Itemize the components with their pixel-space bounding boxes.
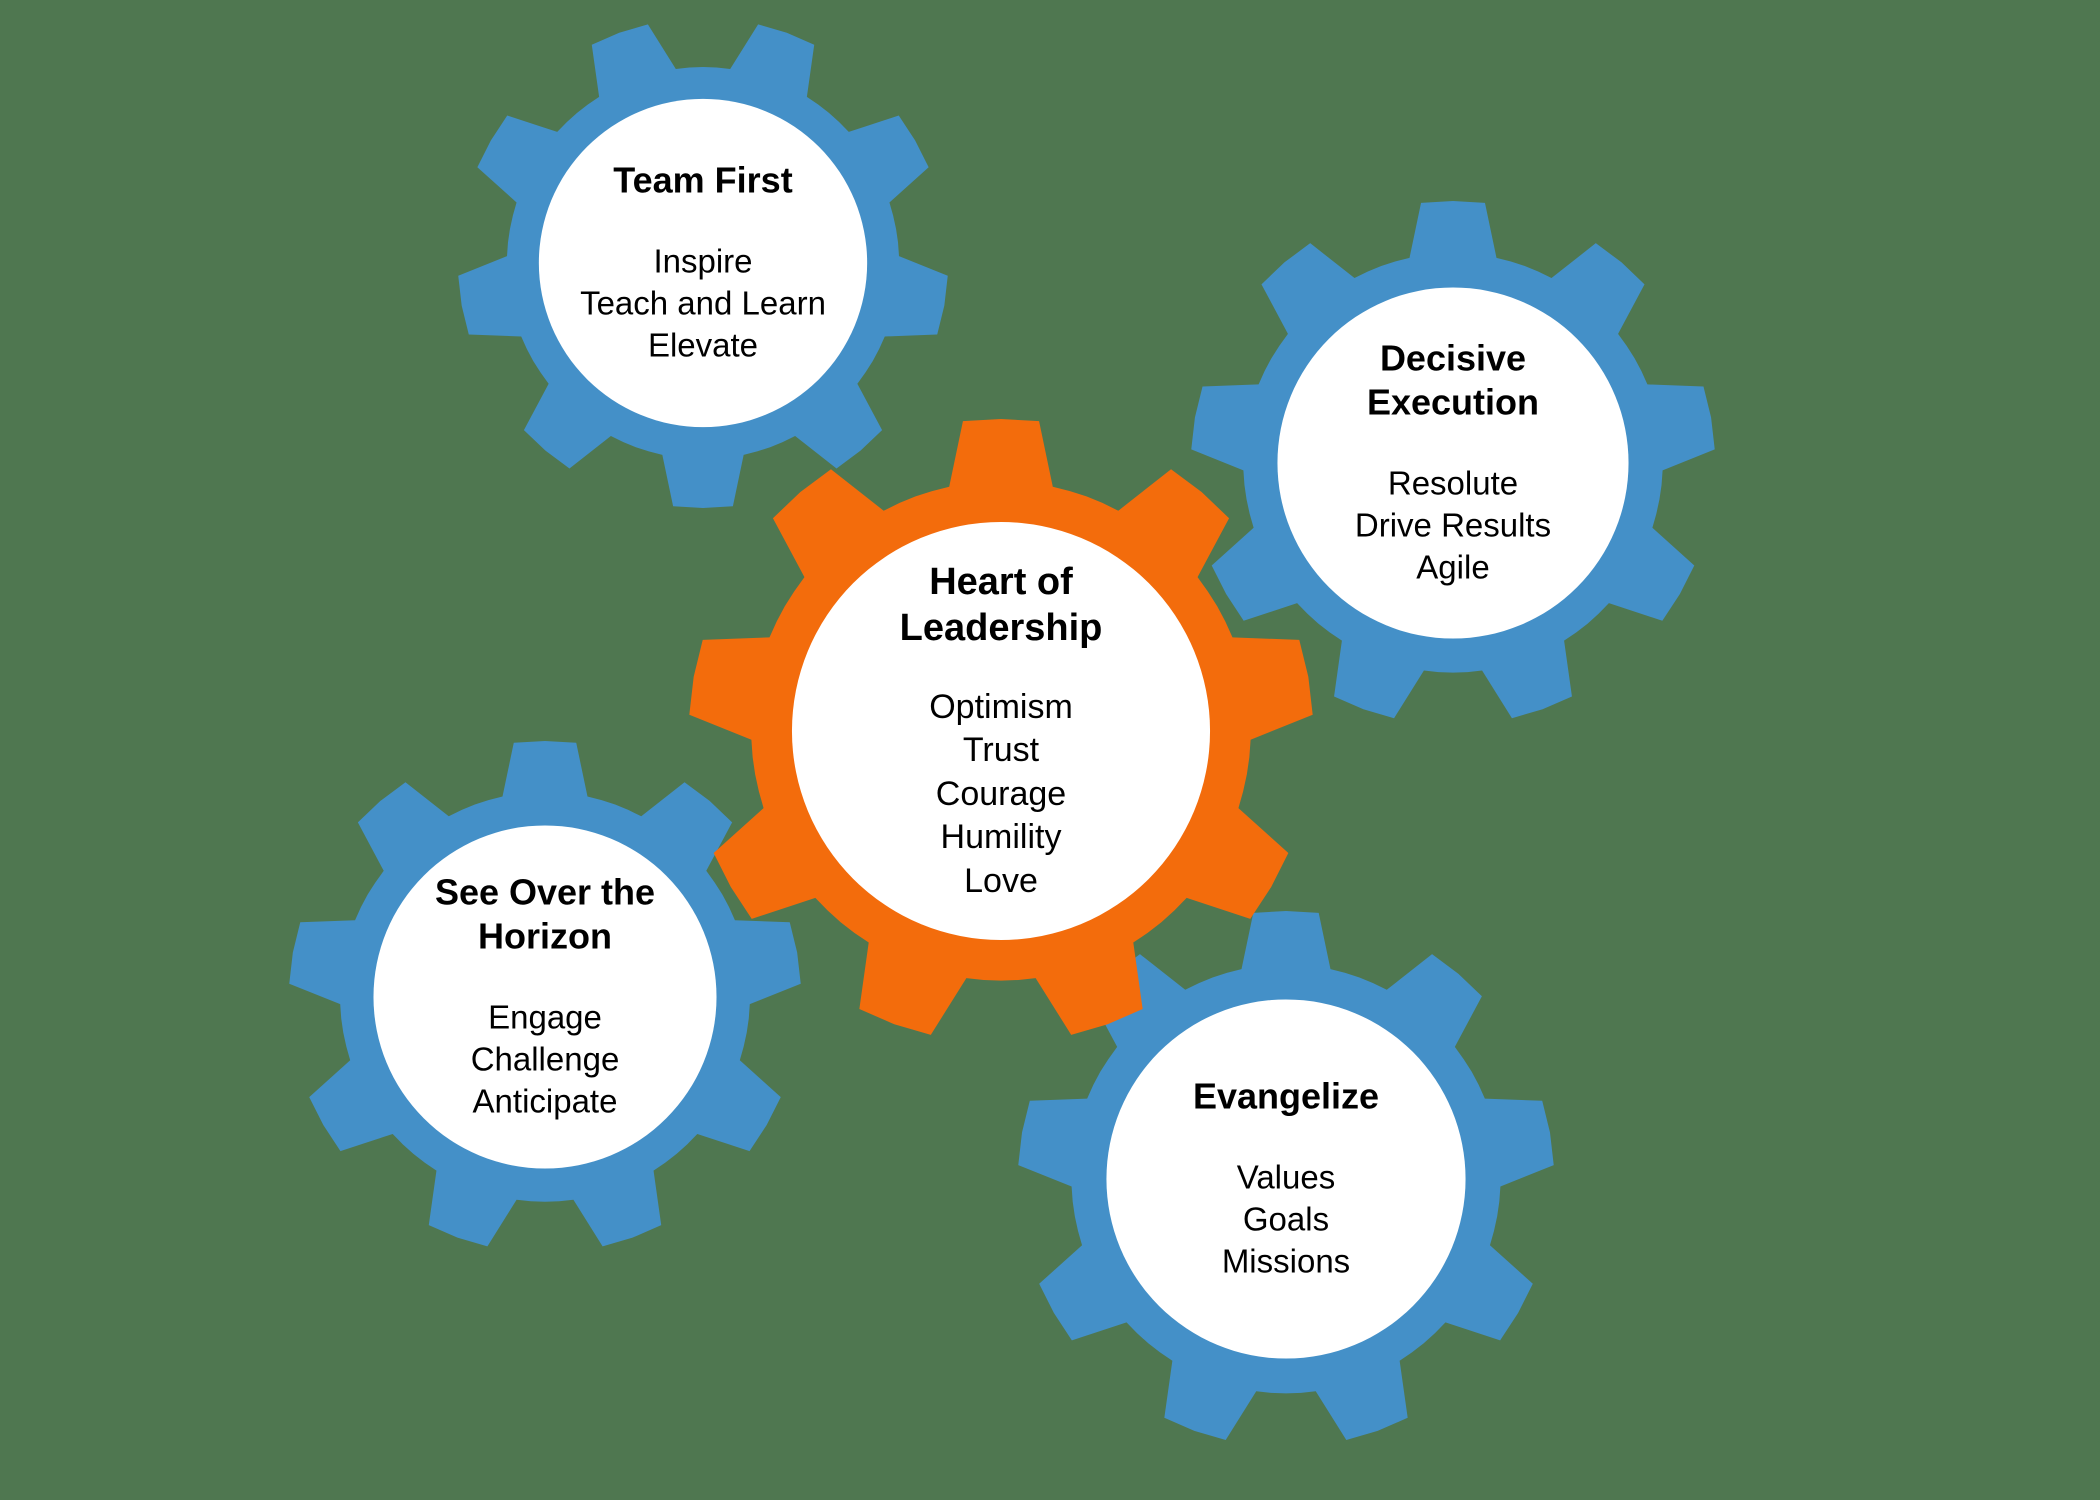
gear-item: Missions <box>1221 1243 1351 1281</box>
gear-inner-circle <box>1106 999 1466 1359</box>
gear-title-line: Evangelize <box>1192 1075 1380 1117</box>
gear-item: Courage <box>935 774 1067 813</box>
gear-item: Goals <box>1242 1200 1330 1238</box>
gear-title-line: Horizon <box>478 915 612 957</box>
gear-item: Anticipate <box>472 1083 618 1121</box>
gear-title-line: Leadership <box>899 607 1103 650</box>
gear-evangelize <box>1018 911 1554 1441</box>
gear-title: Evangelize <box>1193 1075 1379 1119</box>
gear-label-heart-of-leadership: Heart of Leadership Optimism Trust Coura… <box>801 559 1201 903</box>
gear-inner-circle <box>1277 287 1629 639</box>
gear-decisive-execution <box>1191 201 1715 719</box>
gear-inner-circle <box>791 521 1211 941</box>
gear-title: See Over the Horizon <box>435 871 655 959</box>
gear-item: Resolute <box>1387 464 1519 502</box>
gear-items: Values Goals Missions <box>1222 1157 1350 1284</box>
gear-items: Resolute Drive Results Agile <box>1355 463 1551 590</box>
gear-items: Inspire Teach and Learn Elevate <box>580 241 826 368</box>
gear-item: Trust <box>962 731 1040 770</box>
gear-title: Heart of Leadership <box>900 559 1103 652</box>
gear-title-line: Execution <box>1366 381 1540 423</box>
gear-inner-circle <box>373 825 717 1169</box>
gear-title-line: Decisive <box>1379 337 1527 379</box>
gear-item: Love <box>964 861 1038 900</box>
gear-see-over-the-horizon <box>289 741 801 1247</box>
gear-item: Humility <box>940 818 1062 857</box>
gear-title-line: Heart of <box>929 560 1073 603</box>
gear-items: Optimism Trust Courage Humility Love <box>929 686 1073 904</box>
gear-item: Challenge <box>470 1040 620 1078</box>
gear-item: Values <box>1236 1158 1336 1196</box>
gear-title-line: See Over the <box>434 871 656 913</box>
gear-title: Decisive Execution <box>1367 337 1539 425</box>
gear-label-team-first: Team First Inspire Teach and Learn Eleva… <box>546 159 861 368</box>
gear-label-evangelize: Evangelize Values Goals Missions <box>1119 1075 1454 1284</box>
gear-title-line: Team First <box>613 159 793 201</box>
gear-items: Engage Challenge Anticipate <box>471 997 620 1124</box>
gear-item: Inspire <box>653 242 753 280</box>
gear-item: Engage <box>488 998 602 1036</box>
gear-item: Elevate <box>647 327 759 365</box>
gear-team-first <box>458 24 948 508</box>
gear-label-decisive-execution: Decisive Execution Resolute Drive Result… <box>1288 337 1618 590</box>
gear-item: Drive Results <box>1354 506 1552 544</box>
gear-heart-of-leadership <box>689 419 1313 1035</box>
gear-item: Agile <box>1416 549 1490 587</box>
gear-item: Teach and Learn <box>580 284 826 322</box>
gear-inner-circle <box>538 98 868 428</box>
gear-item: Optimism <box>929 687 1073 726</box>
gear-title: Team First <box>613 159 792 203</box>
gear-label-see-over-the-horizon: See Over the Horizon Engage Challenge An… <box>380 871 710 1124</box>
